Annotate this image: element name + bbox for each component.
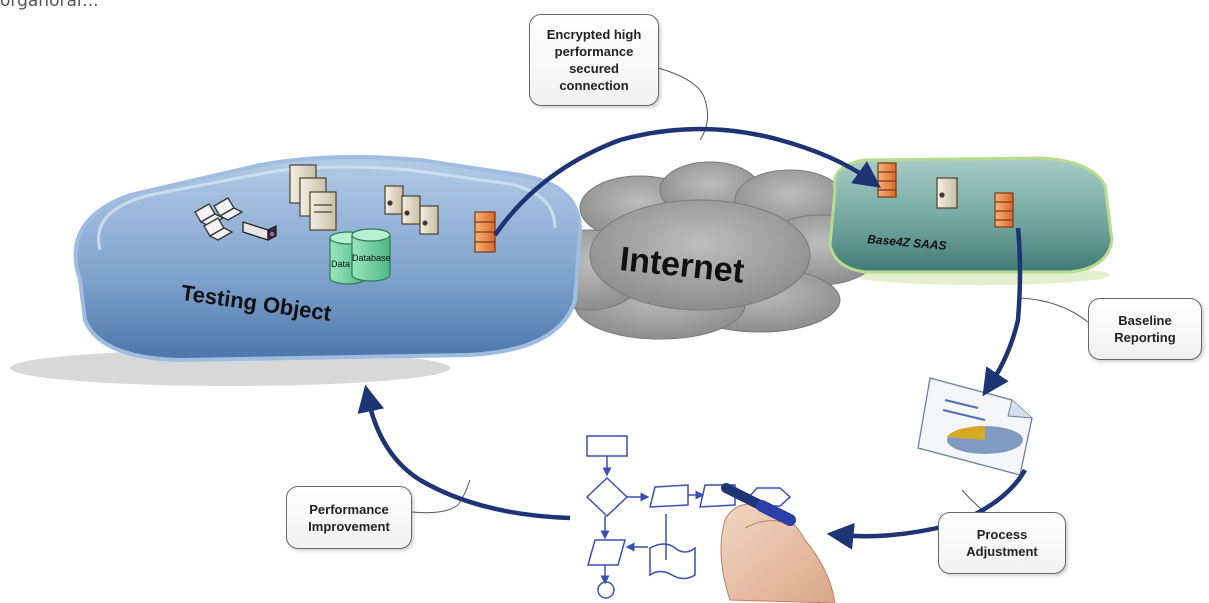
connection-arrow <box>493 126 881 237</box>
server-icon <box>384 185 439 235</box>
baseline-arrow <box>982 227 1023 397</box>
callout-process-adjustment: Process Adjustment <box>938 512 1066 574</box>
callout-performance-improvement: Performance Improvement <box>286 486 412 549</box>
pie-chart-icon <box>947 425 1023 454</box>
callout-encrypted-connection: Encrypted high performance secured conne… <box>529 14 659 106</box>
hand-marker-icon <box>720 483 836 603</box>
report-document-icon <box>917 377 1033 476</box>
saas-platform <box>828 156 1114 274</box>
testing-object-platform <box>73 154 583 363</box>
projector-icon <box>242 221 277 242</box>
callout-baseline-reporting: Baseline Reporting <box>1088 298 1202 360</box>
server-icon <box>936 177 958 209</box>
database-label-data: Data <box>331 259 351 269</box>
database-label-database: Database <box>352 253 391 263</box>
laptop-icon <box>194 197 244 241</box>
firewall-icon <box>877 162 897 198</box>
server-tower-icon <box>289 164 337 231</box>
improvement-arrow <box>357 384 571 521</box>
firewall-icon <box>994 192 1014 228</box>
firewall-icon <box>474 211 496 253</box>
database-icon <box>329 228 391 285</box>
cropped-top-text: organorar... <box>0 0 99 11</box>
